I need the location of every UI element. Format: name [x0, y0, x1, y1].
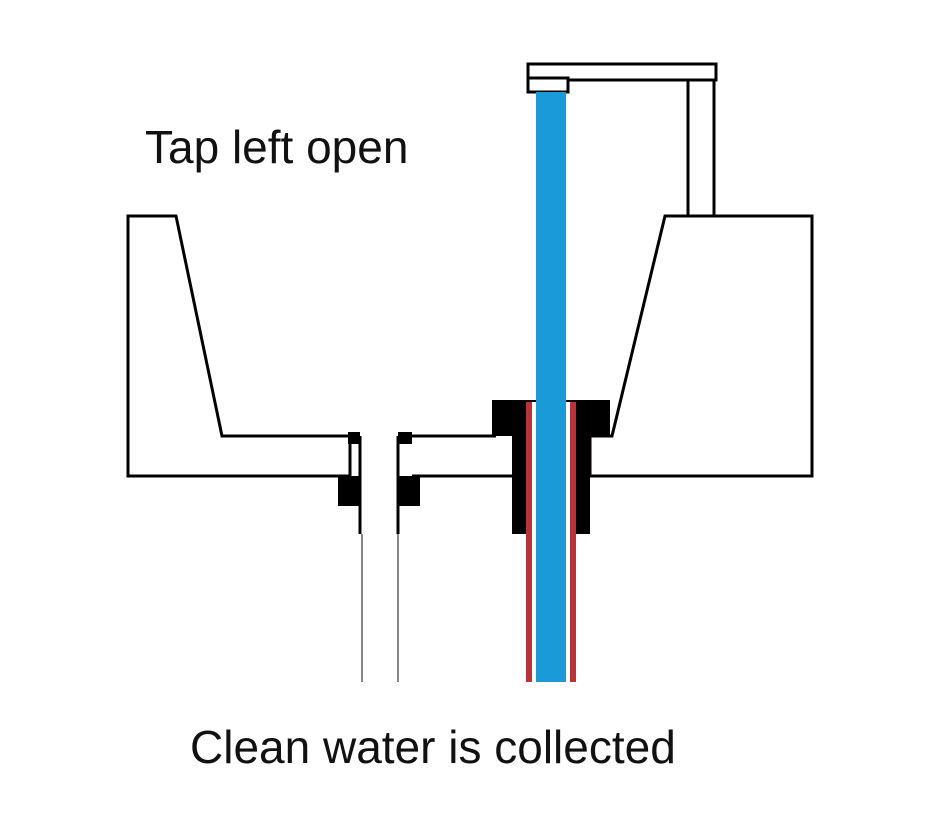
tap-spout [526, 76, 570, 94]
collector-sleeve-left [512, 436, 528, 534]
collector-sleeve-right [574, 436, 590, 534]
clean-water-collected-label: Clean water is collected [190, 721, 676, 773]
drain-cap-right [398, 432, 412, 444]
tap-post [686, 74, 716, 218]
drain-nut-left [338, 476, 360, 506]
tap-left-open-label: Tap left open [145, 121, 409, 173]
water-stream-icon [536, 92, 566, 682]
tap-icon [526, 62, 718, 82]
basin-right-wall [588, 214, 814, 478]
basin-left-wall [126, 214, 352, 478]
drain-cap-left [348, 432, 360, 444]
drain-nut-right [398, 476, 420, 506]
